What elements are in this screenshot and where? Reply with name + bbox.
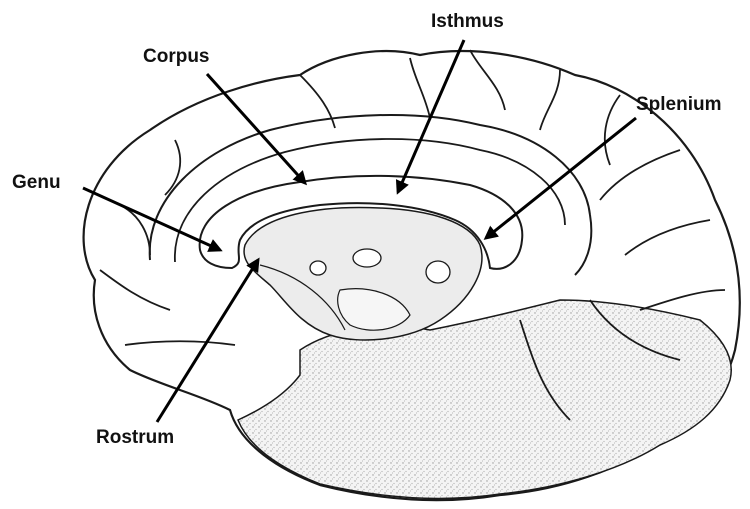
arrow-corpus xyxy=(207,74,305,183)
arrow-isthmus xyxy=(398,40,464,192)
arrow-rostrum xyxy=(157,260,258,422)
label-rostrum: Rostrum xyxy=(96,428,174,447)
arrow-splenium xyxy=(486,118,636,238)
label-corpus: Corpus xyxy=(143,47,210,66)
arrow-genu xyxy=(83,188,220,250)
label-genu: Genu xyxy=(12,173,61,192)
label-isthmus: Isthmus xyxy=(431,12,504,31)
label-splenium: Splenium xyxy=(636,95,722,114)
